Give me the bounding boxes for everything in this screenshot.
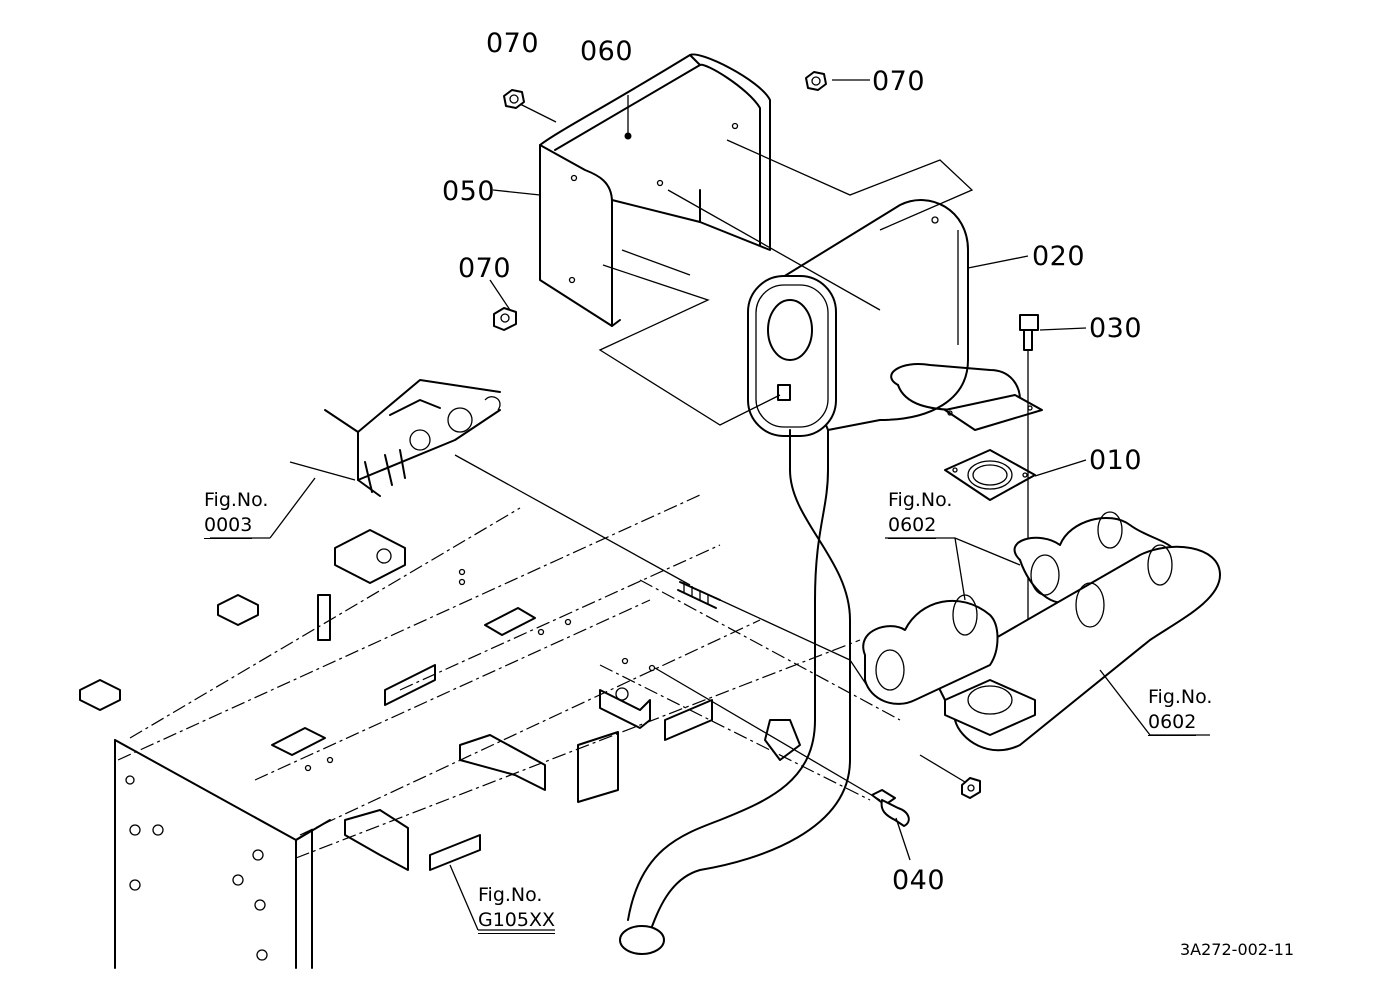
part-label-050: 050 bbox=[442, 176, 496, 207]
muffler-020 bbox=[619, 199, 1043, 955]
gasket-010 bbox=[944, 449, 1036, 501]
diagram-code: 3A272-002-11 bbox=[1180, 940, 1295, 959]
heat-shield-050 bbox=[539, 53, 771, 327]
fig-ref-0602-lower-title: Fig.No. bbox=[1148, 686, 1213, 708]
fig-ref-0003-number: 0003 bbox=[204, 513, 253, 539]
fig-ref-0602-lower-number: 0602 bbox=[1148, 710, 1197, 736]
part-label-070-top-right: 070 bbox=[872, 66, 926, 97]
part-label-010: 010 bbox=[1089, 445, 1143, 476]
fig-ref-0602-upper: Fig.No. 0602 bbox=[888, 488, 952, 539]
fig-ref-0602-upper-title: Fig.No. bbox=[888, 489, 953, 511]
fig-ref-0003: Fig.No. 0003 bbox=[204, 488, 268, 539]
part-label-070-left: 070 bbox=[458, 253, 512, 284]
fig-ref-g105xx-title: Fig.No. bbox=[478, 884, 543, 906]
fig-ref-0003-title: Fig.No. bbox=[204, 489, 269, 511]
fig-ref-g105xx: Fig.No. G105XX bbox=[478, 883, 556, 934]
fig-ref-0602-lower: Fig.No. 0602 bbox=[1148, 685, 1212, 736]
pipe-clamp bbox=[677, 581, 721, 609]
leader-lines bbox=[210, 79, 1210, 931]
part-label-060: 060 bbox=[580, 36, 634, 67]
part-label-020: 020 bbox=[1032, 241, 1086, 272]
fig-ref-0602-upper-number: 0602 bbox=[888, 513, 937, 539]
part-label-030: 030 bbox=[1089, 313, 1143, 344]
bolt-040 bbox=[871, 789, 910, 827]
engine-block-fragment bbox=[324, 379, 501, 497]
chassis-frame bbox=[79, 494, 901, 969]
exhaust-manifold-0602 bbox=[862, 511, 1221, 799]
nuts-070 bbox=[493, 71, 827, 331]
fig-ref-g105xx-number: G105XX bbox=[478, 908, 556, 934]
part-label-040: 040 bbox=[892, 865, 946, 896]
part-label-070-top-left: 070 bbox=[486, 28, 540, 59]
